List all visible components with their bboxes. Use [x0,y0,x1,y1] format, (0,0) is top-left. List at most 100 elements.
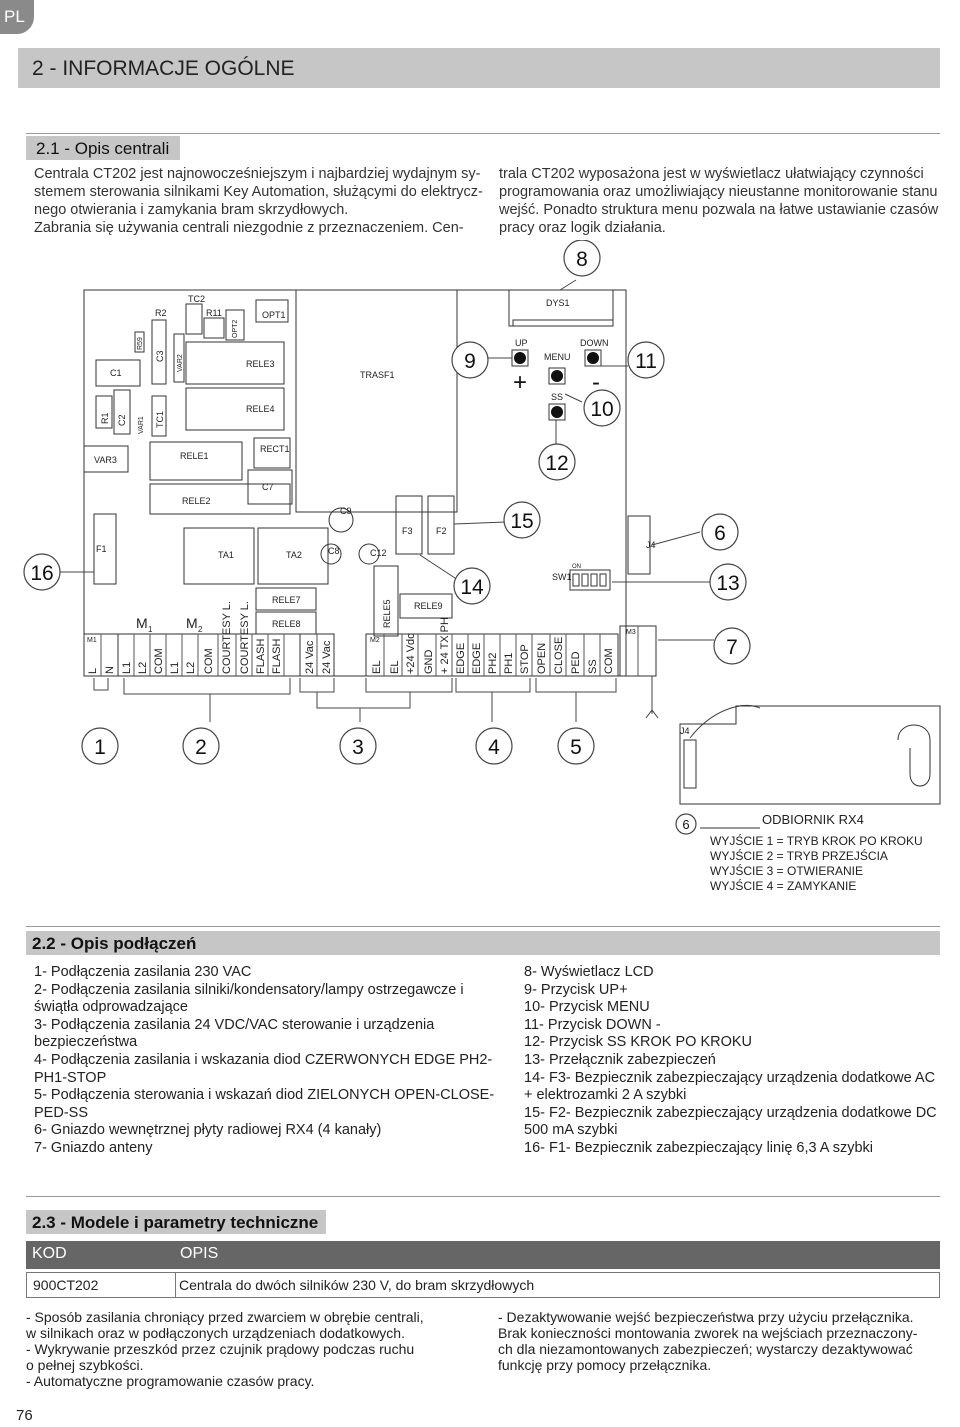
section-3-left-text: - Sposób zasilania chroniący przed zwarc… [26,1309,424,1389]
opt1 [255,299,289,323]
list-item: 10- Przycisk MENU [524,999,650,1016]
list-item: PED-SS [34,1104,88,1121]
callout-1 [81,727,119,765]
callout-7 [713,627,751,665]
text-line: wejść. Ponadto struktura menu pozwala na… [499,202,939,218]
label-motor2-sub: 2 [198,625,203,634]
label-sw1: SW1 [552,572,572,582]
callout-6b [675,813,697,835]
ss-button[interactable] [548,403,566,421]
label-f2: F2 [436,526,447,536]
terminal-label: COURTESY L. [221,601,233,674]
terminal-label: FLASH [255,638,267,674]
varistor-var3 [83,445,129,473]
language-label: PL [4,7,25,26]
callout-2-label: 2 [195,736,207,759]
callout-13 [709,563,747,601]
list-item: w silnikach oraz w podłączonych urządzen… [26,1325,405,1341]
label-tc2: TC2 [188,294,205,304]
chapter-title-bar: 2 - INFORMACJE OGÓLNE [18,48,940,88]
fuse-f2 [427,495,455,555]
callout-10 [583,389,621,427]
menu-button[interactable] [548,367,566,385]
cell-separator [175,1273,176,1297]
down-button-dot[interactable] [587,352,599,364]
bracket-4 [455,678,531,693]
label-var2: VAR2 [177,354,184,372]
callout-16-label: 16 [30,562,53,585]
terminal-label: L2 [137,662,149,674]
callout-11-label: 11 [635,350,657,373]
fuse-f3 [395,495,423,555]
rx4-output-line: WYJŚCIE 2 = TRYB PRZEJŚCIA [710,848,888,863]
list-item: 16- F1- Bezpiecznik zabezpieczający lini… [524,1139,873,1156]
cap-c12 [358,543,380,565]
list-item: 8- Wyświetlacz LCD [524,964,654,980]
relay-rele4 [185,387,285,431]
list-item: - Sposób zasilania chroniący przed zwarc… [26,1309,424,1325]
terminal-label: +24 Vdc [405,633,417,674]
dip-4[interactable] [599,573,607,587]
rx4-output-line: WYJŚCIE 3 = OTWIERANIE [710,863,863,878]
callout-2 [182,727,220,765]
label-ss: SS [551,392,563,402]
connector-j4 [627,515,651,575]
terminal-label: + 24 TX PH [439,617,451,674]
resistor-r59 [134,331,145,353]
section-3-header: 2.3 - Modele i parametry techniczne [26,1210,326,1234]
label-up: UP [515,338,528,348]
down-button[interactable] [584,349,602,367]
menu-button-dot[interactable] [551,370,563,382]
list-item: funkcję przy pomocy przełącznika. [498,1357,712,1373]
dip-2[interactable] [581,573,589,587]
bracket-3b [365,678,453,693]
terminal-label: PH1 [503,653,515,674]
text-line: nego otwierania i zamykania bram skrzydł… [34,202,349,218]
terminal-label: COM [153,648,165,674]
callout-5 [557,727,595,765]
section-3-title: 2.3 - Modele i parametry techniczne [32,1213,319,1232]
terminal-label: SS [587,659,599,674]
terminal-label: STOP [519,644,531,674]
ss-button-dot[interactable] [551,406,563,418]
relay-rele1 [149,441,243,481]
ta1 [183,527,255,585]
dip-1[interactable] [572,573,580,587]
display-connector [512,319,614,327]
callout-6b-label: 6 [682,817,689,832]
label-var3: VAR3 [94,455,117,465]
dip-switch-sw1[interactable] [569,569,611,591]
up-button-dot[interactable] [514,352,526,364]
label-c12: C12 [370,548,387,558]
list-item: 1- Podłączenia zasilania 230 VAC [34,964,252,980]
label-rele2: RELE2 [182,496,211,506]
callout-12 [538,443,576,481]
callout-4 [475,727,513,765]
plus-sign: + [513,369,527,396]
list-item: 5- Podłączenia sterowania i wskazań diod… [34,1087,495,1104]
terminal-label: EL [389,661,401,674]
label-f3: F3 [402,526,413,536]
terminal-label: PH2 [487,653,499,674]
rx4-output-line: WYJŚCIE 4 = ZAMYKANIE [710,878,856,893]
terminal-label: COM [203,648,215,674]
transformer [295,289,458,513]
varistor-var2 [173,333,185,383]
callout-5-label: 5 [570,736,582,759]
rx4-title: ODBIORNIK RX4 [762,812,864,827]
tc1 [151,395,167,437]
label-trasf1: TRASF1 [360,370,395,380]
label-f1: F1 [96,544,107,554]
list-item: 500 mA szybki [524,1122,618,1139]
label-c8: C8 [328,546,340,556]
label-rele4: RELE4 [246,404,275,414]
section-2-header: 2.2 - Opis podłączeń [26,931,940,955]
list-item: ch dla niezamontowanych zabezpieczeń; wy… [498,1341,913,1357]
dip-3[interactable] [590,573,598,587]
callout-4-label: 4 [488,736,500,759]
label-opt1: OPT1 [262,310,286,320]
section-2-right-list: 8- Wyświetlacz LCD 9- Przycisk UP+ 10- P… [524,964,937,1158]
terminal-label: N [104,666,116,674]
callout-11 [627,341,665,379]
board-outline [83,289,627,677]
